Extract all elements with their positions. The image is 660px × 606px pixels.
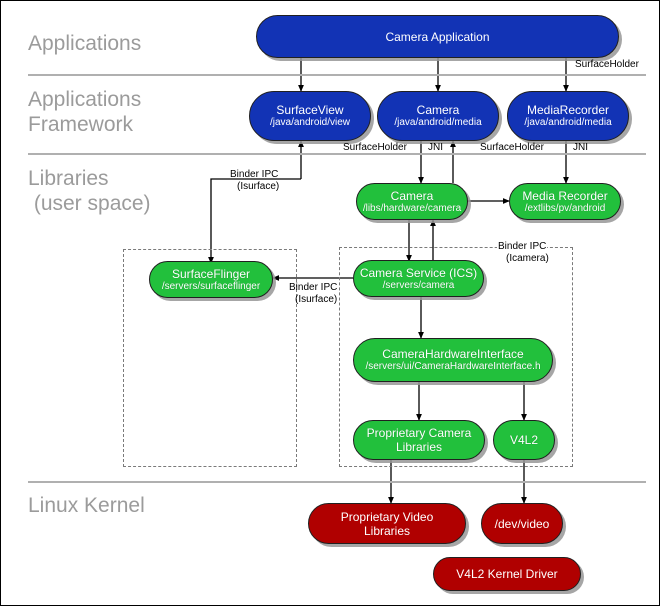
node-v4l2[interactable]: V4L2 [493,420,555,460]
node-title-line2: Libraries [363,523,411,538]
node-title: MediaRecorder [526,103,610,117]
node-title-line2: Libraries [395,440,443,454]
node-camera-hardware-interface[interactable]: CameraHardwareInterface /servers/ui/Came… [353,338,553,382]
node-title: /dev/video [494,516,550,531]
node-title: CameraHardwareInterface [382,347,524,361]
node-subtitle: /java/android/media [394,117,482,128]
group-box-surfaceflinger [123,249,297,467]
node-title: SurfaceFlinger [171,266,251,281]
divider-applications [28,74,646,76]
node-dev-video[interactable]: /dev/video [481,503,563,544]
edge-label-binder-ipc-isurface-mid-line1: Binder IPC [289,282,338,293]
node-proprietary-camera-libraries[interactable]: Proprietary Camera Libraries [353,420,485,460]
node-camera-lib[interactable]: Camera /libs/hardware/camera [356,183,468,220]
node-subtitle: /servers/surfaceflinger [161,280,261,292]
node-title: Camera Application [385,29,490,44]
node-camera-application[interactable]: Camera Application [256,15,619,58]
node-subtitle: /java/android/media [524,117,612,128]
edge-label-binder-ipc-isurface-top-line1: Binder IPC [230,169,279,180]
edge-label-binder-ipc-isurface-top-line2: (Isurface) [237,181,280,192]
divider-framework [28,153,646,155]
edge-label-jni-camera: JNI [428,142,443,153]
edge-label-surfaceholder-mediarecorder-lib: SurfaceHolder [480,142,544,153]
node-title: Camera Service (ICS) [359,265,478,280]
node-title: Proprietary Video [340,509,434,524]
node-subtitle: /servers/camera [382,279,455,291]
edge-label-binder-ipc-icamera-line1: Binder IPC [497,241,548,253]
divider-libraries [28,481,646,483]
node-surfaceflinger[interactable]: SurfaceFlinger /servers/surfaceflinger [149,261,273,298]
layer-label-applications: Applications [28,32,142,55]
edge-label-jni-mediarecorder: JNI [573,142,588,153]
node-camera-service[interactable]: Camera Service (ICS) /servers/camera [353,260,484,297]
group-box-camera-service [339,247,573,467]
layer-label-linux-kernel: Linux Kernel [28,494,145,517]
node-title: V4L2 Kernel Driver [456,567,558,581]
node-subtitle: /extlibs/pv/android [524,202,606,214]
node-subtitle: /libs/hardware/camera [362,202,462,214]
edge-label-binder-ipc-icamera-line2: (Icamera) [506,253,549,264]
layer-label-libraries: Libraries (user space) [28,167,151,215]
node-title: SurfaceView [276,103,344,117]
node-camera-java[interactable]: Camera /java/android/media [377,91,499,141]
node-v4l2-kernel-driver[interactable]: V4L2 Kernel Driver [433,557,581,591]
node-mediarecorder-java[interactable]: MediaRecorder /java/android/media [507,91,629,141]
node-title: Proprietary Camera [366,426,472,440]
node-surfaceview[interactable]: SurfaceView /java/android/view [249,91,371,141]
node-title: Media Recorder [522,188,608,203]
node-proprietary-video-libraries[interactable]: Proprietary Video Libraries [308,503,466,544]
layer-label-applications-framework: Applications Framework [28,88,142,136]
node-subtitle: /servers/ui/CameraHardwareInterface.h [365,361,541,372]
node-title: Camera [416,103,460,117]
node-media-recorder-lib[interactable]: Media Recorder /extlibs/pv/android [509,183,621,220]
edge-label-surfaceholder-camera-lib: SurfaceHolder [343,142,407,153]
edge-label-binder-ipc-isurface-mid-line2: (Isurface) [295,294,338,305]
edge-label-surfaceholder-app-mediarecorder: SurfaceHolder [575,59,639,70]
node-subtitle: /java/android/view [269,117,351,128]
node-title: V4L2 [509,433,539,447]
node-title: Camera [390,188,434,203]
